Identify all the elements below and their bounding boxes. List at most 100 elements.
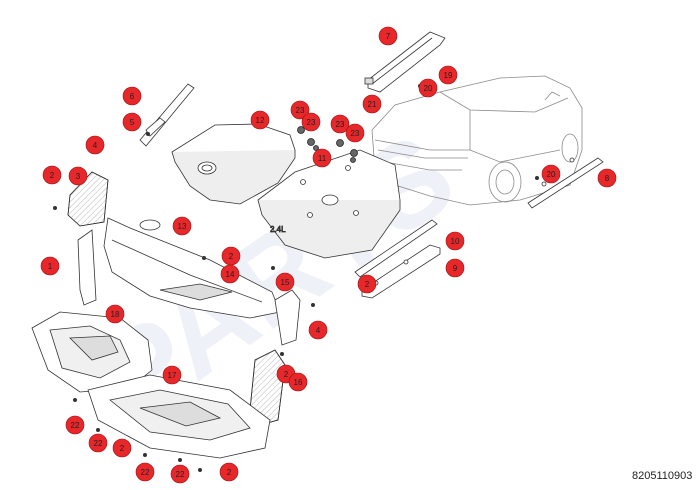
- callout-number: 15: [281, 278, 290, 287]
- callout-number: 22: [141, 468, 150, 477]
- drawing-code: 8205110903: [632, 470, 693, 482]
- callout-23: 23: [345, 123, 365, 143]
- callout-number: 23: [351, 129, 360, 138]
- callout-circle: [250, 110, 270, 130]
- callout-13: 13: [172, 216, 192, 236]
- callout-circle: [290, 100, 310, 120]
- callout-3: 3: [68, 166, 88, 186]
- callout-14: 14: [220, 264, 240, 284]
- callout-circle: [172, 216, 192, 236]
- callout-number: 1: [48, 262, 53, 271]
- callout-circle: [288, 372, 308, 392]
- rod-6: [139, 83, 195, 147]
- callout-2: 2: [357, 274, 377, 294]
- callout-5: 5: [122, 112, 142, 132]
- lower-shield-14: [103, 217, 281, 319]
- callout-6: 6: [122, 86, 142, 106]
- callout-circle: [438, 65, 458, 85]
- callout-20: 20: [418, 78, 438, 98]
- callout-number: 2: [120, 444, 125, 453]
- callout-2: 2: [221, 246, 241, 266]
- callout-10: 10: [445, 231, 465, 251]
- side-bracket-3: [67, 171, 109, 227]
- callout-19: 19: [438, 65, 458, 85]
- callout-circle: [445, 231, 465, 251]
- engine-cover-12: [171, 123, 296, 205]
- callout-circle: [275, 272, 295, 292]
- callout-circle: [345, 123, 365, 143]
- callout-15: 15: [275, 272, 295, 292]
- callout-number: 7: [386, 32, 391, 41]
- callout-circle: [220, 264, 240, 284]
- bracket-15: [274, 289, 301, 346]
- callout-number: 20: [547, 170, 556, 179]
- callout-number: 2: [50, 171, 55, 180]
- callout-circle: [597, 168, 617, 188]
- callout-17: 17: [162, 365, 182, 385]
- callout-12: 12: [250, 110, 270, 130]
- callout-circle: [122, 112, 142, 132]
- callout-number: 11: [318, 154, 327, 163]
- callout-number: 21: [368, 100, 377, 109]
- rod-10-bracket-9: [354, 219, 441, 299]
- callout-circle: [312, 148, 332, 168]
- callout-circle: [135, 462, 155, 482]
- callout-22: 22: [135, 462, 155, 482]
- callout-4: 4: [85, 135, 105, 155]
- callout-9: 9: [445, 258, 465, 278]
- callout-21: 21: [362, 94, 382, 114]
- splash-strip-7: [364, 31, 446, 93]
- side-rail-8: [527, 157, 604, 209]
- callout-circle: [219, 462, 239, 482]
- callout-circle: [65, 415, 85, 435]
- callout-number: 22: [176, 470, 185, 479]
- callout-number: 2: [227, 468, 232, 477]
- callout-circle: [40, 256, 60, 276]
- callout-circle: [445, 258, 465, 278]
- engine-cover-24l: 2.4L: [257, 149, 401, 259]
- callout-circle: [88, 433, 108, 453]
- callout-number: 6: [130, 92, 135, 101]
- cap-13: [139, 219, 161, 231]
- callout-number: 4: [93, 141, 98, 150]
- bracket-1: [77, 229, 97, 306]
- under-tray-18: [31, 311, 153, 393]
- callout-22: 22: [170, 464, 190, 484]
- callout-circle: [301, 112, 321, 132]
- callout-number: 12: [256, 116, 265, 125]
- callout-circle: [162, 365, 182, 385]
- callout-number: 23: [336, 120, 345, 129]
- callout-22: 22: [88, 433, 108, 453]
- callout-4: 4: [308, 320, 328, 340]
- callout-23: 23: [290, 100, 310, 120]
- callout-number: 5: [130, 118, 135, 127]
- callout-number: 3: [76, 172, 81, 181]
- callout-number: 23: [307, 118, 316, 127]
- clips-23: [297, 126, 358, 163]
- callout-number: 16: [294, 378, 303, 387]
- callout-circle: [357, 274, 377, 294]
- callout-number: 19: [444, 71, 453, 80]
- callout-number: 23: [296, 106, 305, 115]
- callout-number: 8: [605, 174, 610, 183]
- callout-number: 2: [284, 370, 289, 379]
- callout-23: 23: [301, 112, 321, 132]
- callout-number: 2: [365, 280, 370, 289]
- callout-circle: [112, 438, 132, 458]
- callout-circle: [330, 114, 350, 134]
- callout-20: 20: [541, 164, 561, 184]
- callout-number: 14: [226, 270, 235, 279]
- callout-circle: [541, 164, 561, 184]
- callout-circle: [85, 135, 105, 155]
- callout-circle: [105, 304, 125, 324]
- callout-number: 13: [178, 222, 187, 231]
- callout-circle: [170, 464, 190, 484]
- callout-circle: [42, 165, 62, 185]
- callout-number: 20: [424, 84, 433, 93]
- callout-2: 2: [219, 462, 239, 482]
- car-silhouette: [371, 75, 583, 206]
- callout-1: 1: [40, 256, 60, 276]
- callout-number: 2: [229, 252, 234, 261]
- callout-number: 22: [71, 421, 80, 430]
- callout-circle: [308, 320, 328, 340]
